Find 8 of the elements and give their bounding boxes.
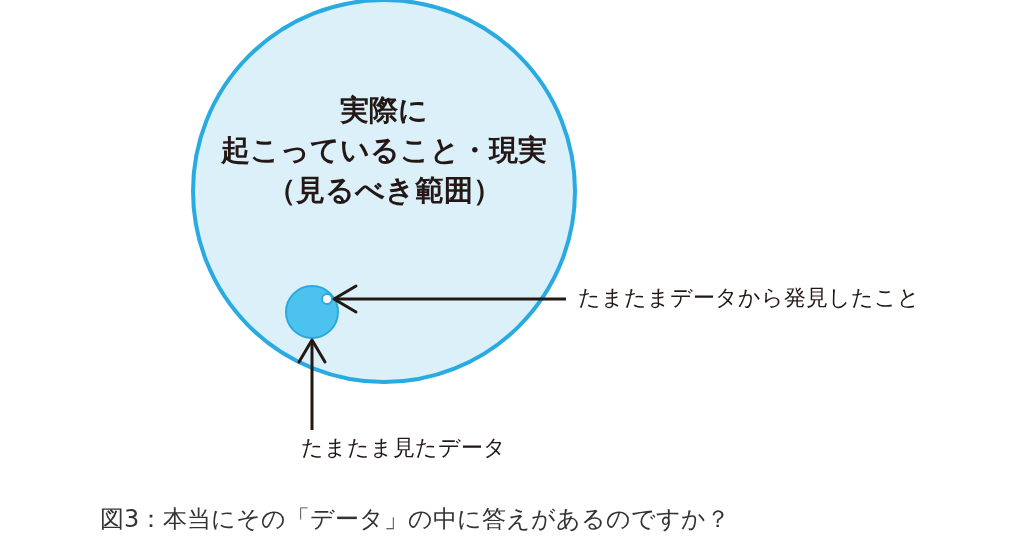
- annotation-label: たまたまデータから発見したこと: [578, 284, 920, 312]
- dot-icon: [321, 293, 333, 305]
- arrow: [297, 338, 327, 430]
- figure-caption: 図3：本当にその「データ」の中に答えがあるのですか？: [100, 504, 731, 535]
- annotation-label: たまたま見たデータ: [301, 434, 506, 462]
- small-circle: [285, 285, 339, 339]
- region-label: 実際に起こっていること・現実（見るべき範囲）: [220, 92, 548, 209]
- arrow: [332, 284, 566, 314]
